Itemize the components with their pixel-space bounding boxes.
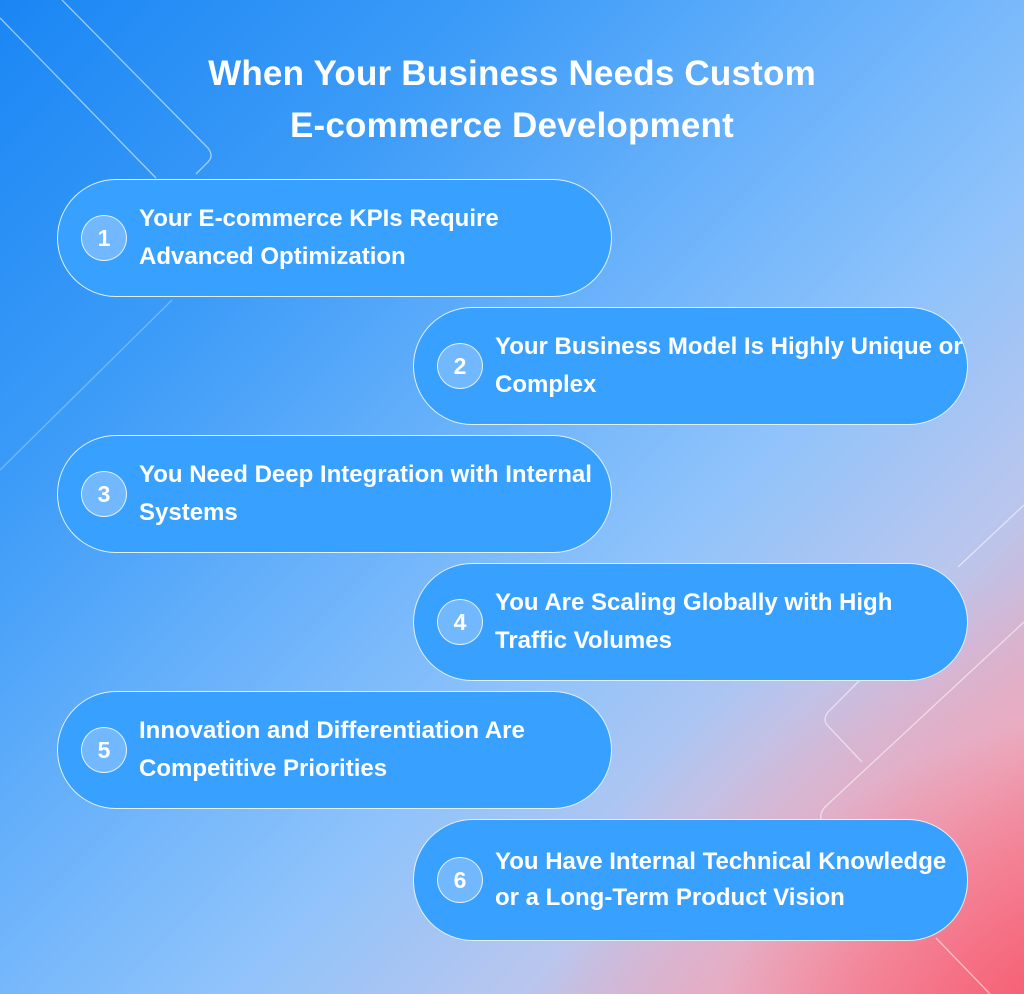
number-badge: 2 xyxy=(437,343,483,389)
item-text: Innovation and Differentiation Are Compe… xyxy=(139,717,525,782)
item-text: Your E-commerce KPIs Require Advanced Op… xyxy=(139,205,499,270)
number-badge: 1 xyxy=(81,215,127,261)
page-title: When Your Business Needs Custom E-commer… xyxy=(0,48,1024,152)
item-text: Your Business Model Is Highly Unique or … xyxy=(495,333,963,398)
number-badge: 6 xyxy=(437,857,483,903)
number-badge: 4 xyxy=(437,599,483,645)
title-line-1: When Your Business Needs Custom xyxy=(208,54,816,93)
item-card-3: 3 You Need Deep Integration with Interna… xyxy=(57,435,612,553)
item-text: You Have Internal Technical Knowledge or… xyxy=(495,848,947,911)
title-line-2: E-commerce Development xyxy=(289,106,734,145)
item-card-1: 1 Your E-commerce KPIs Require Advanced … xyxy=(57,179,612,297)
item-text: You Need Deep Integration with Internal … xyxy=(139,461,592,526)
item-text: You Are Scaling Globally with High Traff… xyxy=(495,589,893,654)
number-badge: 3 xyxy=(81,471,127,517)
item-card-2: 2 Your Business Model Is Highly Unique o… xyxy=(413,307,968,425)
item-card-5: 5 Innovation and Differentiation Are Com… xyxy=(57,691,612,809)
number-badge: 5 xyxy=(81,727,127,773)
item-card-4: 4 You Are Scaling Globally with High Tra… xyxy=(413,563,968,681)
item-card-6: 6 You Have Internal Technical Knowledge … xyxy=(413,819,968,941)
